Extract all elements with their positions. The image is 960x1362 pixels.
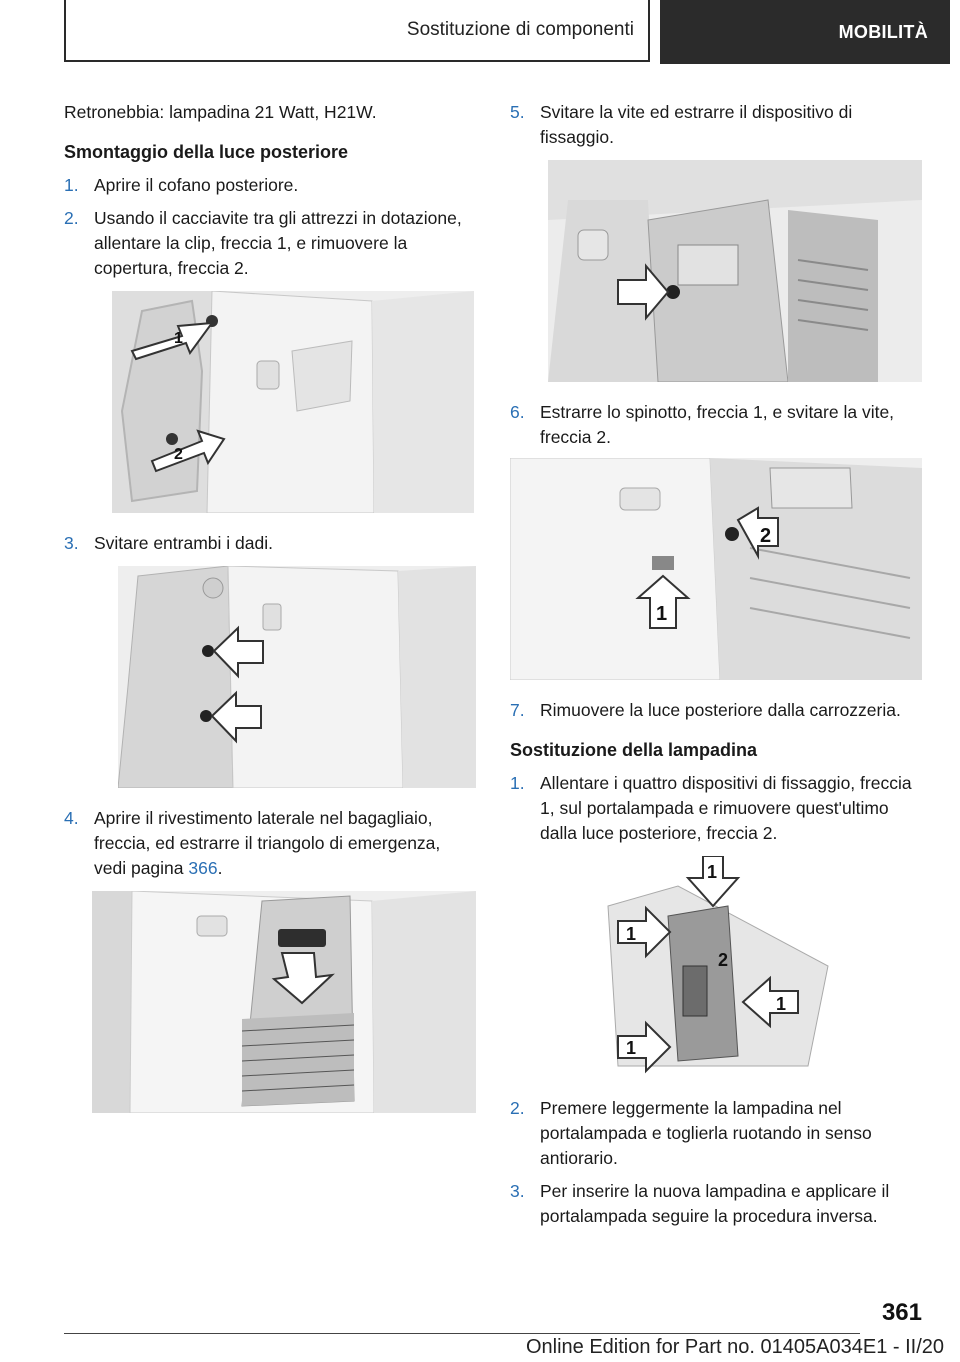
heading-replace-bulb: Sostituzione della lampadina (510, 740, 758, 760)
footer-divider (64, 1333, 860, 1334)
page-link[interactable]: 366 (188, 858, 218, 878)
step-number: 6. (510, 402, 525, 422)
step-item: 4. Aprire il rivestimento laterale nel b… (64, 806, 476, 881)
arrow-label: 2 (174, 446, 183, 463)
step-text-suffix: . (217, 858, 223, 878)
figure-lamp-holder: 1 1 1 1 2 (598, 856, 834, 1078)
arrow-label: 1 (174, 330, 183, 347)
right-column: 5. Svitare la vite ed estrarre il dispos… (510, 100, 922, 1237)
arrow-label: 1 (707, 862, 717, 882)
figure-trunk-cover: 1 2 (112, 291, 474, 513)
step-text: Premere leggermente la lampadina nel por… (540, 1098, 872, 1168)
step-item: 1. Aprire il cofano posteriore. (64, 173, 476, 198)
figure-fixing-screw (548, 160, 922, 382)
step-item: 2. Premere leggermente la lampadina nel … (510, 1096, 922, 1171)
intro-text: Retronebbia: lampadina 21 Watt, H21W. (64, 102, 377, 122)
step-text: Rimuovere la luce posteriore dalla carro… (540, 700, 901, 720)
arrow-label: 1 (626, 1038, 636, 1058)
step-item: 1. Allentare i quattro dispositivi di fi… (510, 771, 922, 846)
step-text-main: Aprire il rivestimento laterale nel baga… (94, 808, 441, 878)
step-item: 2. Usando il cacciavite tra gli attrezzi… (64, 206, 476, 281)
step-text: Aprire il rivestimento laterale nel baga… (94, 806, 476, 881)
figure-connector-screw: 2 1 (510, 458, 922, 680)
left-column: Retronebbia: lampadina 21 Watt, H21W. Sm… (64, 100, 476, 1131)
step-text: Usando il cacciavite tra gli attrezzi in… (94, 208, 462, 278)
arrow-label: 2 (718, 950, 728, 970)
step-text: Estrarre lo spinotto, freccia 1, e svita… (540, 402, 895, 447)
heading-remove-light: Smontaggio della luce posteriore (64, 142, 349, 162)
chapter-tab: MOBILITÀ (660, 0, 950, 64)
step-text: Per inserire la nuova lampadina e applic… (540, 1181, 890, 1226)
arrow-label: 1 (776, 994, 786, 1014)
step-number: 3. (510, 1181, 525, 1201)
step-text: Svitare la vite ed estrarre il dispositi… (540, 102, 853, 147)
step-text: Aprire il cofano posteriore. (94, 175, 299, 195)
step-text: Allentare i quattro dispositivi di fissa… (540, 773, 912, 843)
step-item: 5. Svitare la vite ed estrarre il dispos… (510, 100, 922, 150)
step-text: Svitare entrambi i dadi. (94, 533, 273, 553)
step-item: 7. Rimuovere la luce posteriore dalla ca… (510, 698, 922, 723)
step-number: 3. (64, 533, 79, 553)
arrow-label: 1 (656, 603, 667, 625)
section-header: Sostituzione di componenti (64, 0, 650, 62)
arrow-label: 1 (626, 924, 636, 944)
section-title: Sostituzione di componenti (406, 19, 634, 40)
step-item: 3. Svitare entrambi i dadi. (64, 531, 476, 556)
step-number: 1. (64, 175, 79, 195)
step-number: 5. (510, 102, 525, 122)
chapter-title: MOBILITÀ (838, 21, 928, 42)
figure-side-trim (92, 891, 476, 1113)
step-number: 4. (64, 808, 79, 828)
step-number: 1. (510, 773, 525, 793)
page-number: 361 (881, 1299, 922, 1326)
step-number: 2. (64, 208, 79, 228)
step-item: 3. Per inserire la nuova lampadina e app… (510, 1179, 922, 1229)
figure-nuts (118, 566, 476, 788)
edition-text: Online Edition for Part no. 01405A034E1 … (525, 1336, 944, 1358)
arrow-label: 2 (760, 525, 771, 547)
step-number: 7. (510, 700, 525, 720)
step-number: 2. (510, 1098, 525, 1118)
step-item: 6. Estrarre lo spinotto, freccia 1, e sv… (510, 400, 922, 450)
